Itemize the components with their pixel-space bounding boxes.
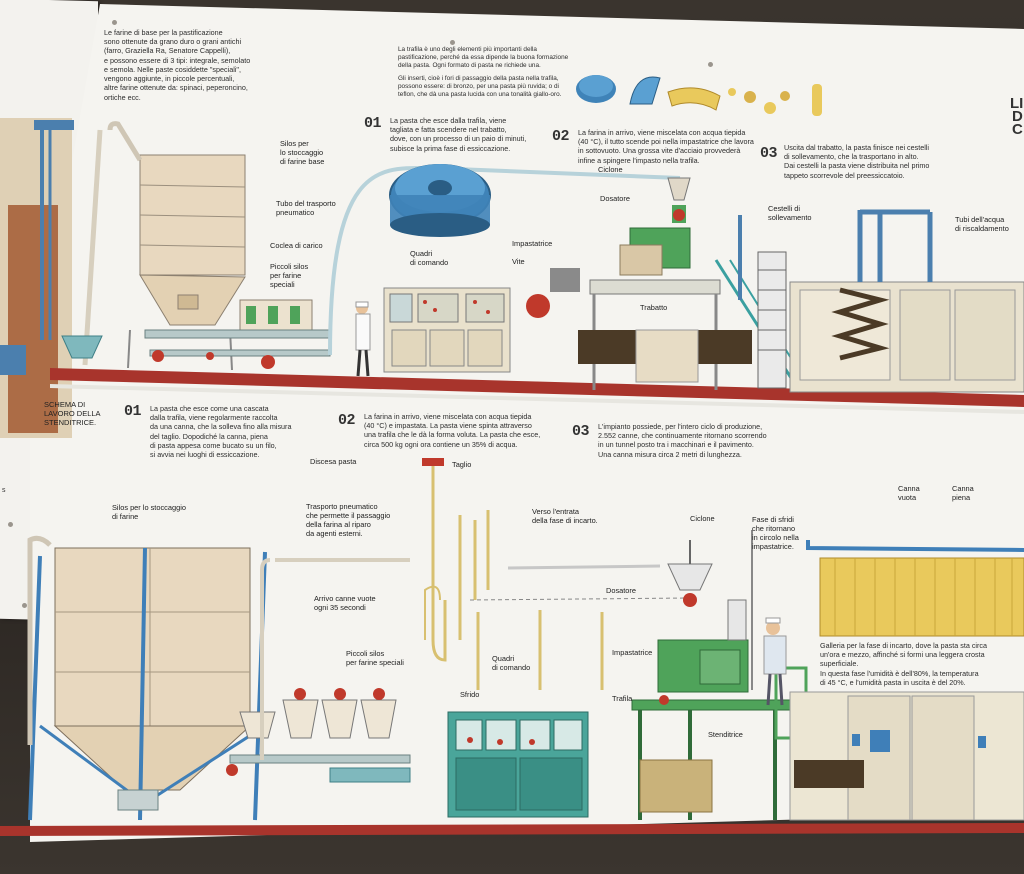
label-pneumatic-transport: Trasporto pneumatico che permette il pas… (306, 502, 391, 538)
bottom-extruder (631, 530, 808, 820)
left-panel-text: s (2, 487, 6, 494)
label-pasta-descent: Discesa pasta (310, 457, 357, 466)
screw (8, 522, 13, 527)
top-die-illustration (389, 164, 491, 237)
label-trabatto: Trabatto (640, 303, 668, 312)
label-cut: Taglio (452, 460, 472, 469)
label-pneumatic-tube: Tubo del trasporto pneumatico (276, 199, 336, 217)
top-dryer (789, 209, 1024, 393)
label-cyclone: Ciclone (598, 165, 623, 174)
label-heating-pipes: Tubi dell'acqua di riscaldamento (955, 215, 1009, 233)
left-panel-machinery (0, 118, 74, 438)
label-loading-auger: Coclea di carico (270, 241, 323, 250)
top-pasta-shapes (576, 75, 822, 116)
top-silo (61, 121, 246, 371)
top-mixer-machinery (526, 177, 752, 390)
bottom-silo (27, 535, 267, 821)
screw (708, 62, 713, 67)
bottom-step-1-text: La pasta che esce come una cascata dalla… (150, 404, 292, 460)
label-full-rod: Canna piena (952, 484, 974, 502)
gallery-text: Galleria per la fase di incarto, dove la… (820, 641, 987, 687)
label-lift-baskets: Cestelli di sollevamento (768, 204, 812, 222)
bottom-pasta-descent (422, 458, 691, 690)
bottom-step-3-text: L'impianto possiede, per l'intero ciclo … (598, 422, 767, 459)
top-floor (50, 368, 1024, 407)
stenditrice-heading: SCHEMA DI LAVORO DELLA STENDITRICE. (44, 400, 101, 427)
edge-letter: C (1012, 121, 1023, 138)
label-empty-rods-arrival: Arrivo canne vuote ogni 35 secondi (314, 594, 376, 612)
top-step-3-text: Uscita dal trabatto, la pasta finisce ne… (784, 143, 930, 180)
intro-text: Le farine di base per la pastificazione … (104, 28, 251, 102)
top-worker (355, 301, 371, 377)
label-scrap-return: Fase di sfridi che ritornano in circolo … (752, 515, 799, 551)
label-die: Trafila (612, 694, 633, 703)
top-step-3-number: 03 (760, 145, 778, 162)
screw (450, 40, 455, 45)
top-step-1-text: La pasta che esce dalla trafila, viene t… (390, 116, 527, 153)
top-step-1-number: 01 (364, 115, 382, 132)
top-step-2-text: La farina in arrivo, viene miscelata con… (578, 128, 754, 165)
label-small-silos: Piccoli silos per farine speciali (270, 262, 309, 289)
bottom-step-2-text: La farina in arrivo, viene miscelata con… (364, 412, 541, 449)
label-screw: Vite (512, 257, 525, 266)
bottom-drying-gallery (789, 540, 1024, 821)
edge-letter: D (1012, 108, 1023, 125)
bottom-step-3-number: 03 (572, 423, 590, 440)
label-control-panels: Quadri di comando (410, 249, 449, 267)
screw (112, 20, 117, 25)
label-silos: Silos per lo stoccaggio di farine base (280, 139, 325, 166)
bottom-step-1-number: 01 (124, 403, 142, 420)
label-bottom-mixer: Impastatrice (612, 648, 653, 657)
label-bottom-cyclone: Ciclone (690, 514, 715, 523)
top-control-panels (383, 287, 511, 373)
label-bottom-control-panels: Quadri di comando (492, 654, 531, 672)
bottom-control-panels (447, 711, 589, 818)
label-toward-incarto: Verso l'entrata della fase di incarto. (532, 507, 598, 525)
label-bottom-small-silos: Piccoli silos per farine speciali (346, 649, 404, 667)
label-bottom-dispenser: Dosatore (606, 586, 636, 595)
trafila-text: La trafila è uno degli elementi più impo… (398, 46, 569, 98)
top-step-2-number: 02 (552, 128, 570, 145)
bottom-worker (763, 617, 787, 706)
label-spreader: Stenditrice (708, 730, 743, 739)
bottom-floor (0, 823, 1024, 836)
screw (22, 603, 27, 608)
bottom-step-2-number: 02 (338, 412, 356, 429)
label-bottom-silos: Silos per lo stoccaggio di farine (112, 503, 186, 521)
bottom-small-silos (226, 558, 411, 783)
edge-letter: LI (1010, 95, 1024, 112)
label-dispenser: Dosatore (600, 194, 630, 203)
label-empty-rod: Canna vuota (898, 484, 920, 502)
label-scrap: Sfrido (460, 690, 480, 699)
label-mixer: Impastatrice (512, 239, 553, 248)
